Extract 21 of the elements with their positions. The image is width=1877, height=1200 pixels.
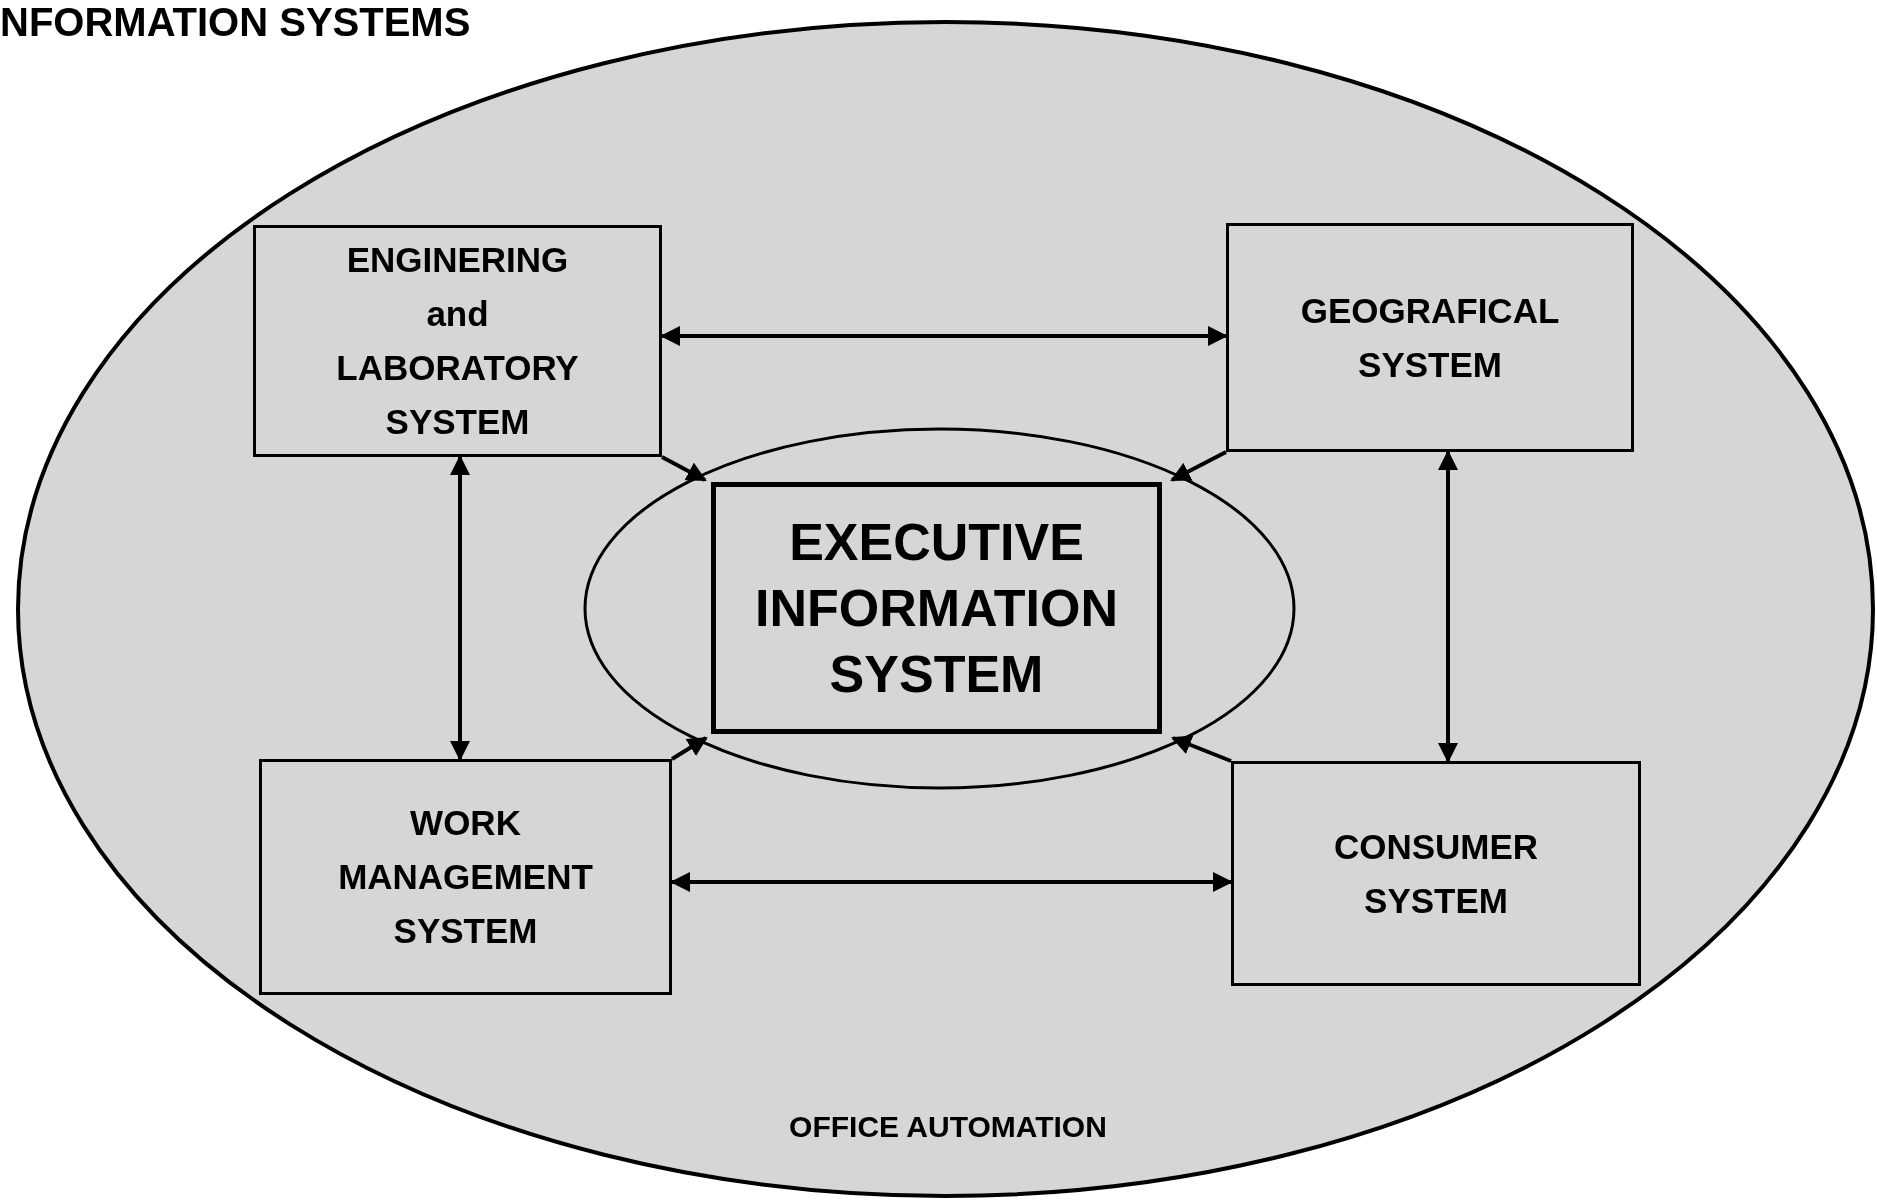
arrow <box>661 455 707 482</box>
arrow <box>1171 735 1232 763</box>
arrow <box>670 872 1233 892</box>
system-box <box>711 482 1162 734</box>
arrow <box>670 736 708 761</box>
arrow <box>1438 450 1458 763</box>
box-label: GEOGRAFICAL SYSTEM <box>1299 289 1561 386</box>
arrow <box>450 455 470 761</box>
arrow <box>1170 450 1227 482</box>
area-label: OFFICE AUTOMATION <box>788 1109 1108 1145</box>
title: NFORMATION SYSTEMS <box>0 0 471 44</box>
system-box <box>1231 761 1641 986</box>
box-label: CONSUMER SYSTEM <box>1332 825 1540 922</box>
system-box <box>1226 223 1634 452</box>
arrow <box>660 326 1228 346</box>
system-box <box>259 759 672 995</box>
inner-ellipse <box>585 429 1294 788</box>
system-box <box>253 225 662 457</box>
box-label: WORK MANAGEMENT SYSTEM <box>337 802 594 952</box>
box-label: ENGINERING and LABORATORY SYSTEM <box>335 239 580 443</box>
box-label: EXECUTIVE INFORMATION SYSTEM <box>754 512 1119 705</box>
